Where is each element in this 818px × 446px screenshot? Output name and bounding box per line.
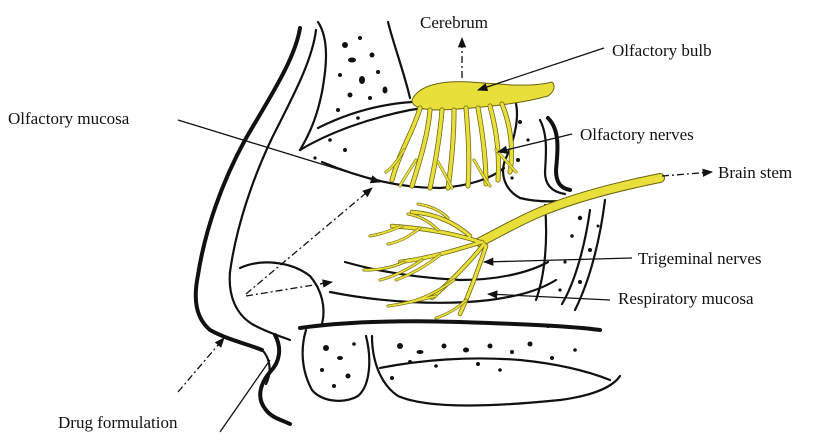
brain-stem-arrow xyxy=(662,172,712,176)
anatomy-outline xyxy=(196,22,620,424)
label-olfactory-nerves: Olfactory nerves xyxy=(580,125,694,144)
frontal-bone-right xyxy=(388,22,410,98)
sphenoid-sinus-wall xyxy=(540,120,565,194)
posterior-cavity-wall-inner xyxy=(562,210,590,304)
trigeminal-nerves-leader xyxy=(484,258,632,262)
inferior-turbinate-curve xyxy=(240,262,324,324)
drug-formulation-arrow xyxy=(178,338,224,392)
labels: Cerebrum Olfactory bulb Olfactory mucosa… xyxy=(8,13,792,432)
drug-path-olfactory-arrow xyxy=(246,188,372,294)
sphenoid-outline-upper xyxy=(503,100,605,201)
nose-outer-profile xyxy=(196,28,300,350)
label-brain-stem: Brain stem xyxy=(718,163,792,182)
sphenoid-inner-curve xyxy=(548,118,570,190)
nostril-outline xyxy=(260,335,290,424)
hard-palate-bottom xyxy=(380,358,610,380)
label-trigeminal-nerves: Trigeminal nerves xyxy=(638,249,762,268)
label-drug-formulation: Drug formulation xyxy=(58,413,178,432)
label-olfactory-mucosa: Olfactory mucosa xyxy=(8,109,130,128)
olfactory-bulb-shape xyxy=(412,82,554,110)
label-respiratory-mucosa: Respiratory mucosa xyxy=(618,289,754,308)
nose-inner-profile xyxy=(230,30,316,340)
maxilla-block-left xyxy=(303,330,370,401)
olfactory-nerve-fibers xyxy=(386,104,516,188)
olfactory-system xyxy=(386,82,554,188)
drug-formulation-leader xyxy=(220,360,270,432)
cribriform-plate xyxy=(318,102,412,128)
label-cerebrum: Cerebrum xyxy=(420,13,488,32)
label-olfactory-bulb: Olfactory bulb xyxy=(612,41,712,60)
hard-palate-top xyxy=(300,321,600,330)
respiratory-curve-lower xyxy=(330,280,556,303)
olfactory-mucosa-leader xyxy=(178,120,380,182)
